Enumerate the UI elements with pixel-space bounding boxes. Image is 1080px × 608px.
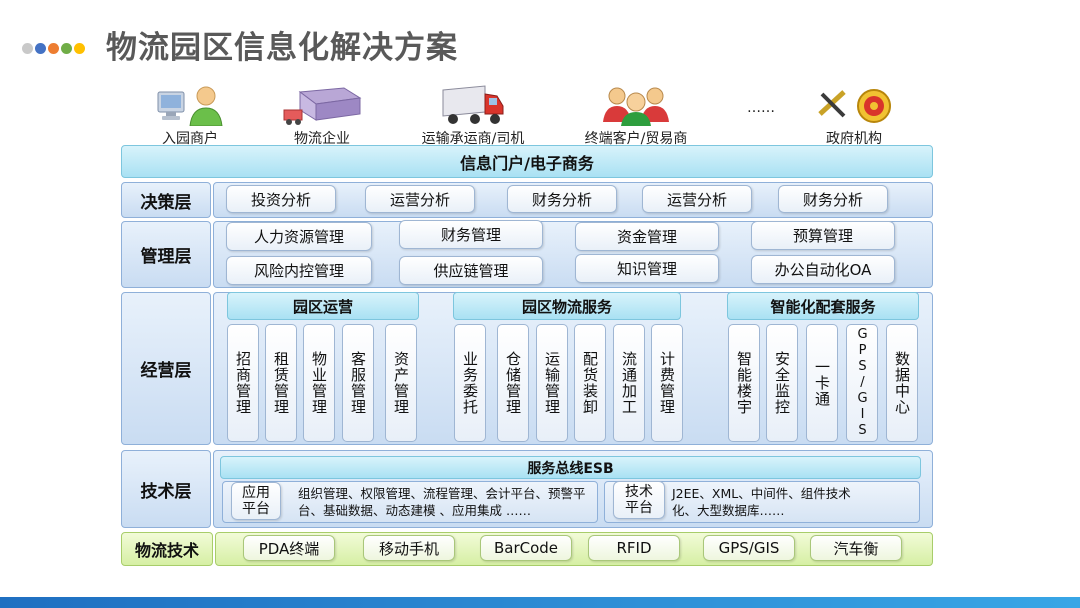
merchant-computer-icon [120, 84, 260, 126]
government-badge-icon [784, 84, 924, 126]
title-dot [35, 43, 46, 54]
operation-item: GPS/GIS [846, 324, 878, 442]
layer-label: 技术层 [140, 481, 192, 502]
operation-group-title: 智能化配套服务 [727, 292, 919, 320]
operation-item: 物业管理 [303, 324, 335, 442]
decision-item: 投资分析 [226, 185, 336, 213]
layer-decision: 决策层 [121, 182, 211, 218]
esb-bar: 服务总线ESB [220, 456, 921, 479]
title-dot [61, 43, 72, 54]
layer-label: 决策层 [140, 192, 192, 213]
operation-item: 仓储管理 [497, 324, 529, 442]
operation-item: 业务委托 [454, 324, 486, 442]
management-item: 知识管理 [575, 254, 719, 283]
actor-label: 物流企业 [294, 131, 350, 147]
actor-label: 终端客户/贸易商 [584, 131, 688, 147]
actor-label: 运输承运商/司机 [421, 131, 525, 147]
logistics-warehouse-icon [252, 84, 392, 126]
logistics-tech-item: RFID [588, 535, 680, 561]
logistics-tech-item: GPS/GIS [703, 535, 795, 561]
operation-item: 流通加工 [613, 324, 645, 442]
tech-platform-title: 技术平台 [613, 481, 665, 519]
actor-merchant: 入园商户 [120, 84, 260, 148]
actor-ellipsis: …… [691, 84, 831, 116]
decision-item: 财务分析 [778, 185, 888, 213]
actor-label: …… [747, 100, 775, 116]
layer-management: 管理层 [121, 221, 211, 288]
layer-logistics-tech: 物流技术 [121, 532, 213, 566]
layer-technology: 技术层 [121, 450, 211, 528]
logistics-tech-item: 移动手机 [363, 535, 455, 561]
management-item: 预算管理 [751, 221, 895, 250]
management-item: 办公自动化OA [751, 255, 895, 284]
decision-item: 运营分析 [642, 185, 752, 213]
operation-item: 一卡通 [806, 324, 838, 442]
customers-icon [566, 84, 706, 126]
logistics-tech-item: BarCode [480, 535, 572, 561]
operation-item: 资产管理 [385, 324, 417, 442]
page-title: 物流园区信息化解决方案 [106, 30, 458, 66]
app-platform-title: 应用平台 [231, 482, 281, 520]
app-platform-panel [222, 481, 598, 523]
management-item: 风险内控管理 [226, 256, 372, 285]
layer-label: 经营层 [140, 361, 192, 381]
operation-item: 智能楼宇 [728, 324, 760, 442]
operation-item: 租赁管理 [265, 324, 297, 442]
decision-item: 财务分析 [507, 185, 617, 213]
operation-item: 客服管理 [342, 324, 374, 442]
title-dot [74, 43, 85, 54]
management-item: 人力资源管理 [226, 222, 372, 251]
actor-carrier: 运输承运商/司机 [403, 84, 543, 148]
tech-platform-desc: J2EE、XML、中间件、组件技术化、大型数据库…… [672, 486, 851, 518]
logistics-tech-item: 汽车衡 [810, 535, 902, 561]
management-item: 财务管理 [399, 220, 543, 249]
actor-customers: 终端客户/贸易商 [566, 84, 706, 148]
operation-item: 招商管理 [227, 324, 259, 442]
truck-icon [403, 84, 543, 126]
operation-group-title: 园区物流服务 [453, 292, 681, 320]
actor-label: 入园商户 [162, 131, 218, 147]
decision-item: 运营分析 [365, 185, 475, 213]
operation-item: 计费管理 [651, 324, 683, 442]
actor-label: 政府机构 [826, 131, 882, 147]
actor-government: 政府机构 [784, 84, 924, 148]
actor-logistics-company: 物流企业 [252, 84, 392, 148]
portal-label: 信息门户/电子商务 [460, 153, 594, 173]
operation-group-title: 园区运营 [227, 292, 419, 320]
operation-item: 运输管理 [536, 324, 568, 442]
layer-operation: 经营层 [121, 292, 211, 445]
title-dots [22, 43, 85, 54]
operation-item: 安全监控 [766, 324, 798, 442]
app-platform-desc: 组织管理、权限管理、流程管理、会计平台、预警平台、基础数据、动态建模 、应用集成… [298, 486, 586, 518]
operation-item: 数据中心 [886, 324, 918, 442]
footer-bar [0, 597, 1080, 608]
layer-label: 物流技术 [134, 541, 199, 560]
management-item: 供应链管理 [399, 256, 543, 285]
layer-label: 管理层 [140, 247, 192, 267]
title-dot [22, 43, 33, 54]
management-item: 资金管理 [575, 222, 719, 251]
operation-item: 配货装卸 [574, 324, 606, 442]
title-dot [48, 43, 59, 54]
portal-bar: 信息门户/电子商务 [121, 145, 933, 178]
logistics-tech-item: PDA终端 [243, 535, 335, 561]
